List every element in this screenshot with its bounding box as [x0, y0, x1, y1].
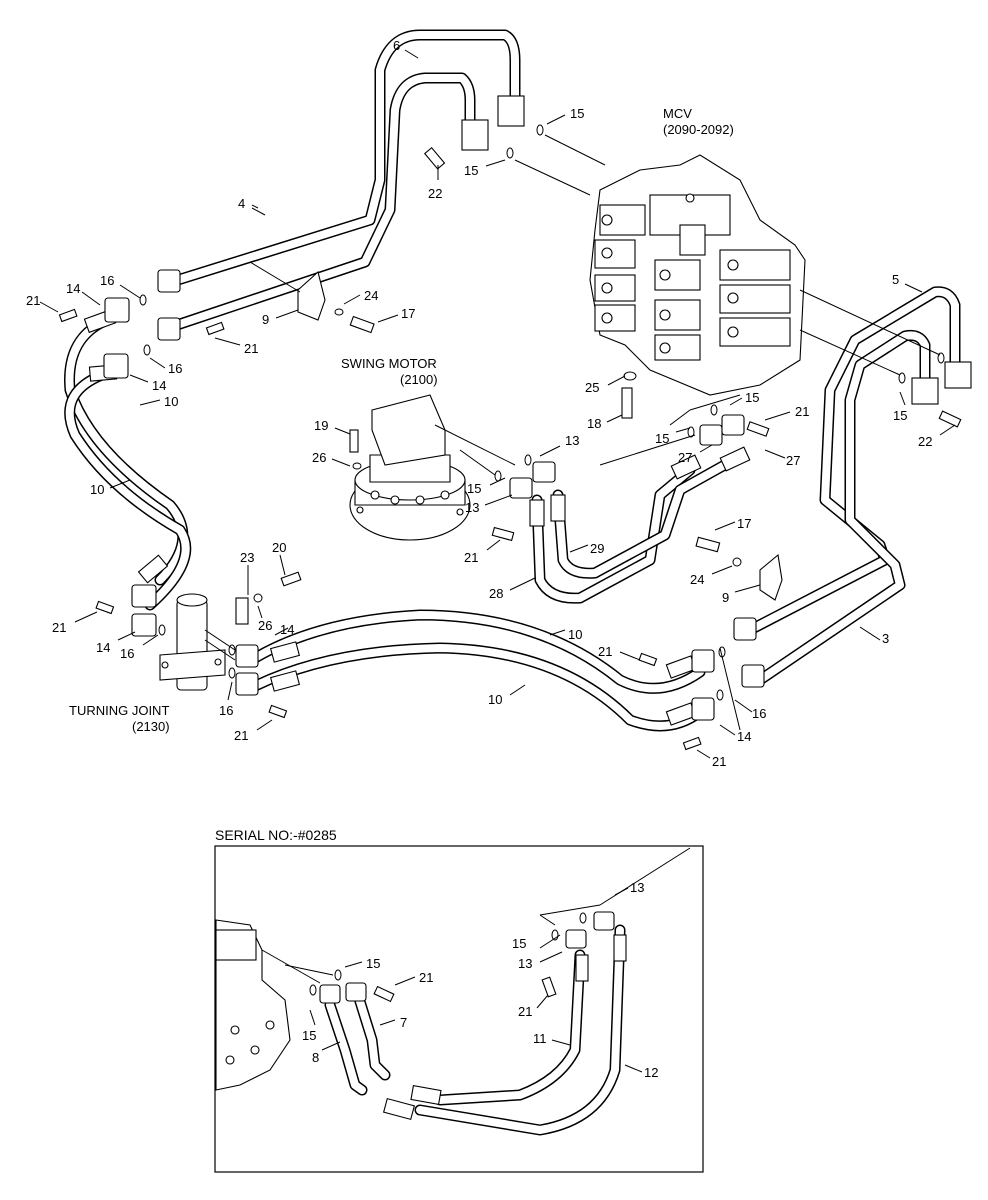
label-19: 19 — [314, 418, 328, 433]
label-21-d: 21 — [234, 728, 248, 743]
label-6: 6 — [393, 38, 400, 53]
fasteners — [58, 124, 962, 751]
label-18: 18 — [587, 416, 601, 431]
inset-pipes — [324, 924, 626, 1136]
serial-heading: SERIAL NO:-#0285 — [215, 827, 337, 843]
label-16-a: 16 — [100, 273, 114, 288]
inset-label-21-a: 21 — [419, 970, 433, 985]
label-3: 3 — [882, 631, 889, 646]
label-14-d: 14 — [96, 640, 110, 655]
inset-label-15-b: 15 — [302, 1028, 316, 1043]
inset-label-13-a: 13 — [630, 880, 644, 895]
inset-label-7: 7 — [400, 1015, 407, 1030]
pipes — [64, 29, 961, 732]
label-4: 4 — [238, 196, 245, 211]
label-9-a: 9 — [262, 312, 269, 327]
label-21-a: 21 — [26, 293, 40, 308]
label-16-d: 16 — [219, 703, 233, 718]
label-16-b: 16 — [168, 361, 182, 376]
label-15-mcv: 15 — [464, 163, 478, 178]
inset-leaders — [261, 847, 691, 984]
label-14-a: 14 — [66, 281, 80, 296]
label-27-a: 27 — [678, 450, 692, 465]
label-26-b: 26 — [258, 618, 272, 633]
label-26-a: 26 — [312, 450, 326, 465]
label-10-a: 10 — [164, 394, 178, 409]
inset-label-15-c: 15 — [512, 936, 526, 951]
label-21-f: 21 — [712, 754, 726, 769]
clamps — [297, 270, 783, 601]
mcv-code: (2090-2092) — [663, 122, 734, 137]
leader-lines — [204, 134, 941, 731]
inset-label-21-b: 21 — [518, 1004, 532, 1019]
label-24-a: 24 — [364, 288, 378, 303]
label-10-c: 10 — [568, 627, 582, 642]
label-17-a: 17 — [401, 306, 415, 321]
label-23: 23 — [240, 550, 254, 565]
label-21-c: 21 — [52, 620, 66, 635]
label-22-r: 22 — [918, 434, 932, 449]
label-21-s: 21 — [464, 550, 478, 565]
inset-label-8: 8 — [312, 1050, 319, 1065]
inset-label-11: 11 — [533, 1031, 547, 1046]
label-15-r1: 15 — [745, 390, 759, 405]
label-20: 20 — [272, 540, 286, 555]
label-24-b: 24 — [690, 572, 704, 587]
label-13-a: 13 — [565, 433, 579, 448]
swing-motor — [349, 394, 471, 541]
label-10-d: 10 — [488, 692, 502, 707]
label-15-r3: 15 — [893, 408, 907, 423]
label-21-e: 21 — [598, 644, 612, 659]
turning-joint — [159, 593, 226, 691]
label-9-b: 9 — [722, 590, 729, 605]
inset-labels: 15 21 15 7 8 13 15 13 21 11 12 — [302, 880, 658, 1080]
inset-swing-motor — [215, 919, 291, 1091]
label-22-top: 22 — [428, 186, 442, 201]
inset-label-12: 12 — [644, 1065, 658, 1080]
label-29: 29 — [590, 541, 604, 556]
label-21-r: 21 — [795, 404, 809, 419]
label-15-s: 15 — [467, 481, 481, 496]
label-13-b: 13 — [465, 500, 479, 515]
label-27-b: 27 — [786, 453, 800, 468]
flanges — [103, 95, 972, 721]
label-15-r2: 15 — [655, 431, 669, 446]
label-14-c: 14 — [280, 622, 294, 637]
label-14-e: 14 — [737, 729, 751, 744]
label-5: 5 — [892, 272, 899, 287]
label-14-b: 14 — [152, 378, 166, 393]
label-28: 28 — [489, 586, 503, 601]
label-16-c: 16 — [120, 646, 134, 661]
part-labels: 6 4 15 15 22 MCV (2090-2092) 16 21 14 9 … — [26, 38, 956, 769]
label-15-top: 15 — [570, 106, 584, 121]
turning-joint-title: TURNING JOINT — [69, 703, 169, 718]
label-21-b: 21 — [244, 341, 258, 356]
serial-inset-frame — [214, 845, 704, 1173]
swing-motor-title: SWING MOTOR — [341, 356, 437, 371]
inset-fittings — [309, 911, 627, 1121]
turning-joint-code: (2130) — [132, 719, 170, 734]
inset-label-15-a: 15 — [366, 956, 380, 971]
inset-label-13-b: 13 — [518, 956, 532, 971]
label-16-e: 16 — [752, 706, 766, 721]
main-control-valve — [589, 154, 806, 396]
label-17-b: 17 — [737, 516, 751, 531]
swing-motor-code: (2100) — [400, 372, 438, 387]
mcv-title: MCV — [663, 106, 692, 121]
label-10-b: 10 — [90, 482, 104, 497]
label-25: 25 — [585, 380, 599, 395]
